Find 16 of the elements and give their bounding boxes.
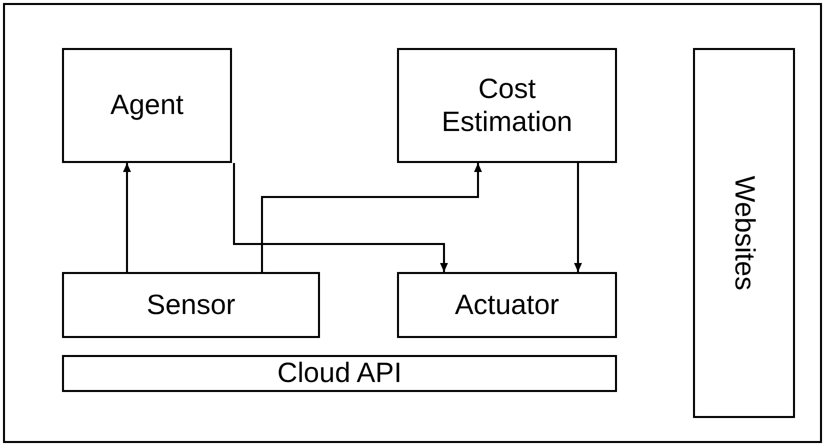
node-label: Cloud API <box>277 357 402 390</box>
process-box <box>397 272 617 338</box>
process-box <box>62 355 617 392</box>
node-label: Sensor <box>146 288 236 322</box>
arrow <box>574 163 582 272</box>
arrow <box>233 163 448 272</box>
process-box <box>693 48 795 418</box>
process-box <box>62 48 232 163</box>
node-label: Cost Estimation <box>440 73 574 138</box>
node-label: Agent <box>110 89 184 122</box>
arrow <box>261 163 482 272</box>
process-box <box>62 272 320 338</box>
node-label: Websites <box>728 176 760 290</box>
process-box <box>397 48 617 163</box>
arrow <box>123 163 131 272</box>
node-label: Actuator <box>454 288 560 322</box>
